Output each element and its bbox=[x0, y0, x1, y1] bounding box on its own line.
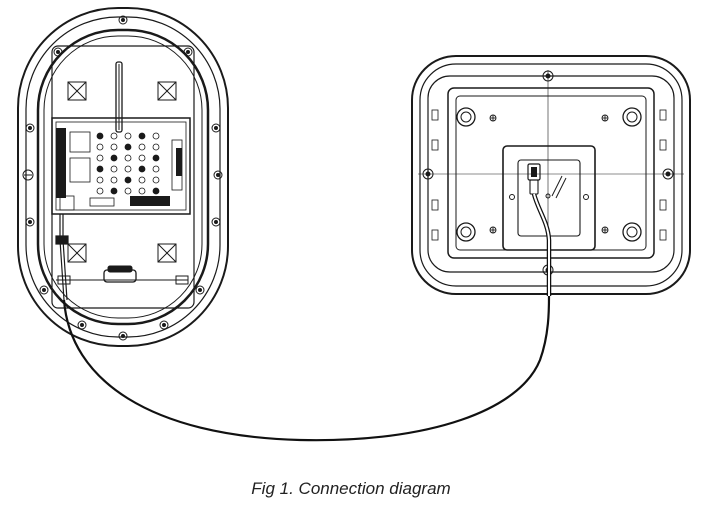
board-component bbox=[138, 165, 146, 173]
board-component bbox=[138, 143, 146, 151]
device-side-tabs bbox=[431, 109, 667, 241]
enclosure-inner-rim bbox=[36, 28, 210, 326]
device-corner-mounts bbox=[456, 107, 642, 242]
board-component bbox=[110, 165, 118, 173]
cable-gland bbox=[56, 265, 189, 285]
board-component bbox=[110, 132, 118, 140]
board-component bbox=[152, 176, 160, 184]
board-component bbox=[152, 154, 160, 162]
board-component bbox=[96, 187, 104, 195]
circuit-board bbox=[51, 117, 191, 215]
connection-diagram bbox=[17, 7, 691, 442]
enclosure-inner-wall bbox=[43, 35, 203, 319]
enclosure-mid-rim bbox=[25, 16, 221, 338]
board-component bbox=[96, 176, 104, 184]
board-component bbox=[124, 132, 132, 140]
device-inner-plate bbox=[455, 95, 647, 251]
board-component bbox=[152, 187, 160, 195]
device-small-screws bbox=[489, 114, 609, 234]
board-component bbox=[124, 187, 132, 195]
board-component bbox=[110, 176, 118, 184]
board-component bbox=[110, 187, 118, 195]
board-component bbox=[124, 154, 132, 162]
enclosure-screws bbox=[22, 15, 223, 341]
board-component bbox=[138, 154, 146, 162]
board-component bbox=[110, 154, 118, 162]
antenna bbox=[115, 61, 123, 133]
connector-plug bbox=[527, 163, 567, 199]
oval-enclosure bbox=[17, 7, 229, 347]
board-component bbox=[138, 176, 146, 184]
board-component bbox=[124, 165, 132, 173]
mounting-brackets bbox=[67, 81, 177, 263]
board-component bbox=[138, 187, 146, 195]
board-component bbox=[96, 154, 104, 162]
board-components bbox=[96, 132, 160, 195]
board-component bbox=[152, 165, 160, 173]
board-component bbox=[138, 132, 146, 140]
board-component bbox=[96, 132, 104, 140]
board-component bbox=[96, 165, 104, 173]
board-component bbox=[110, 143, 118, 151]
board-component bbox=[152, 143, 160, 151]
figure-caption: Fig 1. Connection diagram bbox=[251, 479, 451, 498]
board-component bbox=[124, 176, 132, 184]
connection-cable bbox=[62, 193, 552, 442]
board-component bbox=[152, 132, 160, 140]
board-component bbox=[124, 143, 132, 151]
board-component bbox=[96, 143, 104, 151]
internal-wiring bbox=[55, 214, 69, 301]
enclosure-outer-rim bbox=[17, 7, 229, 347]
